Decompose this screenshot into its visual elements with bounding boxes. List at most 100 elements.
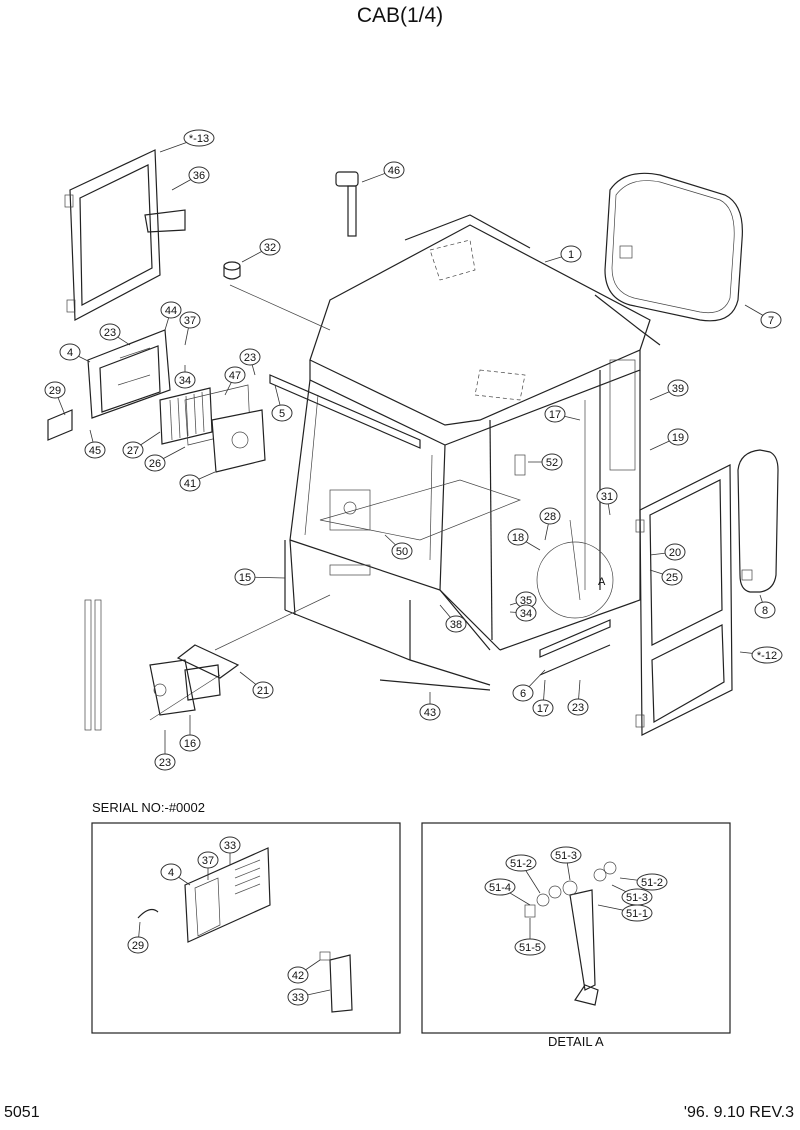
callout-main-35: 35 bbox=[509, 591, 537, 609]
callout-detail-51-2: 51-2 bbox=[505, 854, 541, 894]
callout-label: 51-2 bbox=[641, 877, 663, 889]
callout-label: 38 bbox=[450, 619, 462, 631]
callout-label: 6 bbox=[520, 688, 526, 700]
callout-bubble bbox=[512, 684, 534, 702]
callout-bubble bbox=[419, 703, 441, 721]
callout-bubble bbox=[179, 734, 201, 752]
callout-label: 34 bbox=[520, 608, 532, 620]
callout-bubble bbox=[636, 873, 668, 891]
callout-bubble bbox=[224, 366, 246, 384]
callout-bubble bbox=[754, 601, 776, 619]
serial-inset-drawing bbox=[137, 847, 353, 1013]
callout-bubble bbox=[179, 311, 201, 329]
callout-main-5: 5 bbox=[271, 384, 293, 422]
callout-bubble bbox=[664, 543, 686, 561]
callout-main-39: 39 bbox=[649, 379, 689, 401]
callout-label: 37 bbox=[202, 855, 214, 867]
callout-bubble bbox=[532, 699, 554, 717]
callout-bubble bbox=[760, 311, 782, 329]
detail-a-label: DETAIL A bbox=[548, 1034, 604, 1049]
callout-main-47: 47 bbox=[224, 366, 246, 396]
callout-main-6: 6 bbox=[512, 669, 546, 702]
callout-label: 36 bbox=[193, 170, 205, 182]
callout-label: 37 bbox=[184, 315, 196, 327]
callout-main-15: 15 bbox=[234, 568, 286, 586]
callout-bubble bbox=[514, 938, 546, 956]
callout-bubble bbox=[160, 863, 182, 881]
callout-main-4: 4 bbox=[59, 343, 91, 363]
callout-label: 4 bbox=[67, 347, 73, 359]
callout-label: *-12 bbox=[757, 650, 777, 662]
callout-label: 25 bbox=[666, 572, 678, 584]
callout-label: 51-3 bbox=[626, 892, 648, 904]
callout-main-41: 41 bbox=[179, 471, 216, 492]
callout-label: 20 bbox=[669, 547, 681, 559]
callout-bubble bbox=[560, 245, 582, 263]
callout-main-star-13: *-13 bbox=[159, 129, 215, 153]
callout-main-19: 19 bbox=[649, 428, 689, 451]
callout-main-16: 16 bbox=[179, 715, 201, 752]
callout-label: 29 bbox=[132, 940, 144, 952]
callout-main-29: 29 bbox=[44, 381, 66, 416]
callout-main-star-12: *-12 bbox=[739, 646, 783, 664]
callout-label: 27 bbox=[127, 445, 139, 457]
serial-inset-box bbox=[91, 822, 401, 1034]
callout-main-27: 27 bbox=[122, 431, 161, 459]
callout-label: 51-3 bbox=[555, 850, 577, 862]
callout-bubble bbox=[174, 371, 196, 389]
callout-main-45: 45 bbox=[84, 429, 106, 459]
page-number: 5051 bbox=[4, 1104, 40, 1121]
callout-bubble bbox=[484, 878, 516, 896]
callout-label: 32 bbox=[264, 242, 276, 254]
callout-bubble bbox=[667, 428, 689, 446]
callout-label: 50 bbox=[396, 546, 408, 558]
callout-label: 31 bbox=[601, 491, 613, 503]
callout-bubble bbox=[550, 846, 582, 864]
revision-date: '96. 9.10 REV.3 bbox=[683, 1104, 794, 1121]
callout-label: 17 bbox=[537, 703, 549, 715]
callout-main-50: 50 bbox=[384, 534, 413, 560]
callout-label: 17 bbox=[549, 409, 561, 421]
callout-label: 44 bbox=[165, 305, 177, 317]
callout-bubble bbox=[44, 381, 66, 399]
callout-main-23: 23 bbox=[154, 730, 176, 771]
callout-serial-42: 42 bbox=[287, 959, 321, 984]
detail-a-marker: A bbox=[598, 576, 606, 588]
callout-bubble bbox=[219, 836, 241, 854]
callout-main-34: 34 bbox=[174, 365, 196, 389]
callout-bubble bbox=[160, 301, 182, 319]
callout-main-23: 23 bbox=[239, 348, 261, 376]
callout-label: 5 bbox=[279, 408, 285, 420]
callout-bubble bbox=[183, 129, 215, 147]
callout-bubble bbox=[539, 507, 561, 525]
detail-a-box bbox=[421, 822, 731, 1034]
callout-bubble bbox=[541, 453, 563, 471]
callout-main-38: 38 bbox=[439, 604, 467, 633]
callout-main-25: 25 bbox=[649, 568, 683, 586]
callout-label: 52 bbox=[546, 457, 558, 469]
callout-bubble bbox=[122, 441, 144, 459]
callout-label: 45 bbox=[89, 445, 101, 457]
callout-label: 35 bbox=[520, 595, 532, 607]
callout-bubble bbox=[271, 404, 293, 422]
vent-box-drawing bbox=[47, 329, 266, 473]
callout-bubble bbox=[144, 454, 166, 472]
right-door-drawing bbox=[635, 464, 733, 736]
rear-window-glass-inner bbox=[611, 180, 735, 314]
callout-label: 23 bbox=[159, 757, 171, 769]
callout-main-23: 23 bbox=[567, 679, 589, 716]
callout-main-37: 37 bbox=[179, 311, 201, 346]
cab-body-drawing bbox=[149, 214, 661, 721]
callout-bubble bbox=[391, 542, 413, 560]
callout-detail-51-3: 51-3 bbox=[611, 884, 653, 906]
emergency-hammer-drawing bbox=[335, 171, 359, 237]
callout-label: 23 bbox=[104, 327, 116, 339]
callout-bubble bbox=[621, 904, 653, 922]
callout-label: 19 bbox=[672, 432, 684, 444]
callout-main-36: 36 bbox=[171, 166, 210, 191]
serial-number-label: SERIAL NO:-#0002 bbox=[92, 800, 205, 815]
callout-label: 28 bbox=[544, 511, 556, 523]
page-title: CAB(1/4) bbox=[356, 4, 444, 27]
